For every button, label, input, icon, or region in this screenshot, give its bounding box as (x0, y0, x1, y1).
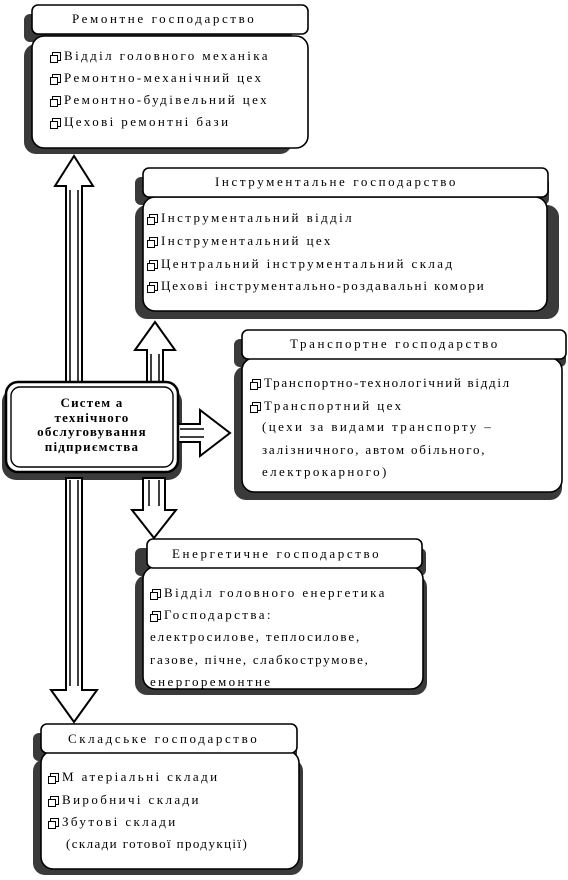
warehouse-note: (склади готової продукції) (66, 836, 249, 851)
warehouse-item: Виробничі склади (48, 791, 201, 809)
warehouse-title: Складське господарство (68, 731, 260, 746)
arrows (49, 154, 232, 724)
checkbox-icon (50, 96, 61, 107)
checkbox-icon (48, 773, 59, 784)
checkbox-icon (50, 118, 61, 129)
tools-item: Центральний інструментальний склад (147, 255, 455, 273)
checkbox-icon (48, 796, 59, 807)
checkbox-icon (147, 260, 158, 271)
checkbox-icon (150, 611, 161, 622)
energy-title-box (146, 538, 423, 569)
checkbox-icon (147, 282, 158, 293)
energy-note: газове, пічне, слабкострумове, (150, 652, 370, 667)
repair-item: Ремонтно-механічний цех (50, 69, 263, 87)
warehouse-item: М атеріальні склади (48, 768, 219, 786)
checkbox-icon (147, 214, 158, 225)
energy-item: Відділ головного енергетика (150, 584, 387, 602)
repair-item: Відділ головного механіка (50, 47, 270, 65)
checkbox-icon (48, 818, 59, 829)
energy-note: електросилове, теплосилове, (150, 629, 362, 644)
center-line: підприємства (44, 438, 140, 454)
transport-title-box (241, 329, 567, 360)
transport-item: Транспортно-технологічний відділ (250, 374, 511, 392)
tools-title: Інструментальне господарство (215, 174, 458, 189)
transport-item: Транспортний цех (250, 397, 404, 415)
arrow-to-repair (53, 154, 95, 391)
repair-body (31, 35, 309, 149)
repair-item: Цехові ремонтні бази (50, 113, 230, 131)
tools-title-box (142, 167, 549, 198)
energy-item: Господарства: (150, 606, 273, 624)
arrow-to-tools (133, 320, 177, 391)
energy-note: енергоремонтне (150, 674, 273, 689)
center-line: обслуговування (37, 424, 147, 439)
center-title: Систем а технічного обслуговування підпр… (12, 395, 172, 454)
repair-title: Ремонтне господарство (72, 11, 257, 26)
transport-note: електрокарного) (262, 464, 389, 479)
transport-title: Транспортне господарство (290, 336, 500, 351)
checkbox-icon (150, 589, 161, 600)
repair-title-box (31, 4, 309, 35)
tools-item: Цехові інструментально-роздавальні комор… (147, 277, 486, 295)
checkbox-icon (147, 237, 158, 248)
transport-note: залізничного, автом обільного, (262, 442, 487, 457)
tools-item: Інструментальний цех (147, 232, 333, 250)
arrow-to-warehouse (49, 477, 99, 724)
center-line: технічного (54, 409, 130, 425)
repair-item: Ремонтно-будівельний цех (50, 91, 269, 109)
checkbox-icon (250, 402, 261, 413)
checkbox-icon (50, 52, 61, 63)
checkbox-icon (250, 379, 261, 390)
warehouse-item: Збутові склади (48, 813, 178, 831)
energy-title: Енергетичне господарство (172, 546, 382, 561)
arrow-to-transport (177, 407, 232, 459)
center-line: Систем а (60, 395, 124, 410)
center-box (4, 380, 180, 474)
arrow-to-energy (129, 477, 179, 540)
tools-item: Інструментальний відділ (147, 209, 354, 227)
transport-note: (цехи за видами транспорту – (262, 419, 494, 434)
checkbox-icon (50, 74, 61, 85)
warehouse-title-box (40, 723, 298, 754)
